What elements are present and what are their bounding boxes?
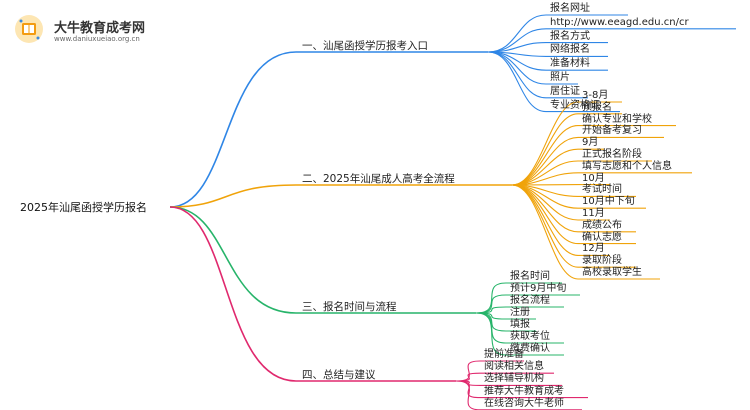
leaf-connector (511, 125, 579, 186)
leaf-label: 正式报名阶段 (582, 149, 642, 160)
leaf-connector (475, 312, 507, 356)
leaf-label: 在线咨询大牛老师 (484, 397, 564, 409)
leaf-connector (455, 380, 481, 399)
leaf-connector (455, 372, 481, 382)
leaf-connector (487, 14, 547, 53)
leaf-label: 11月 (582, 208, 605, 219)
branch-label: 二、2025年汕尾成人高考全流程 (302, 173, 455, 185)
leaf-label: 12月 (582, 243, 605, 255)
book-logo-icon (15, 15, 43, 43)
leaf-connector (511, 184, 579, 268)
leaf-connector (487, 51, 547, 113)
leaf-label: 获取考位 (510, 331, 550, 342)
leaf-label: 填写志愿和个人信息 (582, 160, 672, 172)
leaf-connector (511, 113, 579, 186)
leaf-label: http://www.eeagd.edu.cn/cr (550, 16, 689, 28)
leaf-label: 成绩公布 (582, 219, 622, 231)
leaf-label: 选择辅导机构 (484, 373, 544, 385)
leaf-label: 开始备考复习 (582, 125, 642, 137)
leaf-label: 9月 (582, 137, 599, 149)
leaf-label: 网络报名 (550, 44, 590, 56)
leaf-label: 准备材料 (550, 58, 590, 70)
leaf-label: 提前准备 (484, 349, 524, 360)
leaf-label: 报名时间 (510, 271, 550, 282)
leaf-label: 专业资格证 (550, 99, 600, 111)
root-topic: 2025年汕尾函授学历报名 (20, 201, 147, 214)
leaf-label: 确认志愿 (582, 231, 622, 243)
logo-url: www.daniuxueiao.org.cn (54, 35, 140, 43)
branch-connector (169, 206, 297, 382)
leaf-label: 报名流程 (510, 295, 550, 306)
leaf-label: 预报名 (582, 101, 612, 113)
branch-label: 四、总结与建议 (302, 369, 376, 381)
leaf-connector (511, 184, 579, 280)
leaf-label: 确认专业和学校 (582, 113, 652, 125)
branch-connector (169, 184, 297, 208)
leaf-label: 3-8月 (582, 90, 609, 101)
leaf-label: 录取阶段 (582, 255, 622, 267)
branch-connector (169, 206, 297, 314)
leaf-label: 考试时间 (582, 184, 622, 196)
leaf-connector (487, 51, 547, 99)
leaf-label: 报名网址 (550, 3, 590, 14)
leaf-label: 阅读相关信息 (484, 361, 544, 373)
leaf-label: 预计9月中旬 (510, 283, 567, 294)
leaf-connector (511, 184, 579, 245)
leaf-label: 填报 (510, 319, 530, 330)
leaf-label: 居住证 (550, 85, 580, 97)
leaf-label: 缴费确认 (510, 343, 550, 354)
leaf-label: 高校录取学生 (582, 267, 642, 278)
leaf-connector (487, 28, 547, 53)
leaf-label: 推荐大牛教育成考 (484, 385, 564, 397)
leaf-label: 报名方式 (550, 30, 590, 42)
leaf-connector (455, 360, 481, 382)
branch-label: 三、报名时间与流程 (302, 301, 397, 313)
leaf-label: 注册 (510, 307, 530, 318)
branch-label: 一、汕尾函授学历报考入口 (302, 40, 428, 52)
leaf-connector (455, 380, 481, 410)
branch-connector (169, 51, 297, 208)
leaf-label: 10月 (582, 172, 605, 184)
leaf-label: 照片 (550, 72, 570, 83)
logo-title: 大牛教育成考网 (54, 21, 146, 36)
leaf-connector (511, 101, 579, 186)
leaf-label: 10月中下旬 (582, 196, 635, 208)
